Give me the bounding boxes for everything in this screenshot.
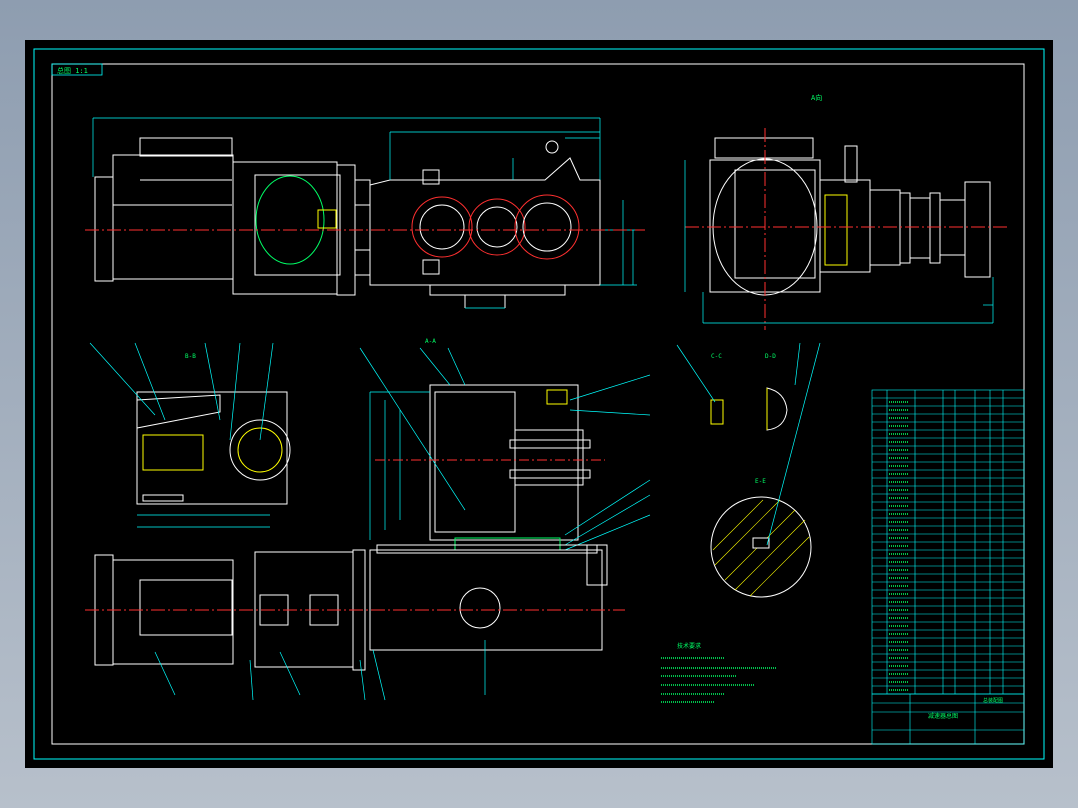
section-label-e-e: E-E (755, 478, 766, 485)
section-label-b-b: B-B (185, 353, 196, 360)
main-front-view (85, 117, 645, 309)
top-view-label: A向 (811, 93, 822, 102)
title-tag-box (51, 63, 103, 76)
bottom-front-view (85, 544, 625, 701)
section-b-b: B-B (89, 342, 291, 528)
section-details: C-C D-D E-E (676, 342, 821, 598)
cad-drawing-canvas[interactable]: 总图 1:1 (25, 40, 1053, 768)
section-label-a-a: A-A (425, 338, 436, 345)
side-view: A向 (684, 93, 1010, 330)
section-label-d-d: D-D (765, 353, 776, 360)
title-block-name: 减速器总图 (928, 712, 958, 720)
section-a-a: A-A (359, 338, 651, 551)
outer-frame (33, 48, 1045, 760)
technical-notes-title: 技术要求 (677, 642, 701, 650)
cad-viewport[interactable]: 总图 1:1 (25, 40, 1053, 768)
technical-notes: 技术要求 (661, 642, 777, 703)
parts-list: 总装配图 减速器总图 (871, 389, 1025, 745)
inner-frame (51, 63, 1025, 745)
title-block-caption: 总装配图 (983, 697, 1003, 704)
title-tag: 总图 1:1 (57, 66, 88, 75)
section-label-c-c: C-C (711, 353, 722, 360)
